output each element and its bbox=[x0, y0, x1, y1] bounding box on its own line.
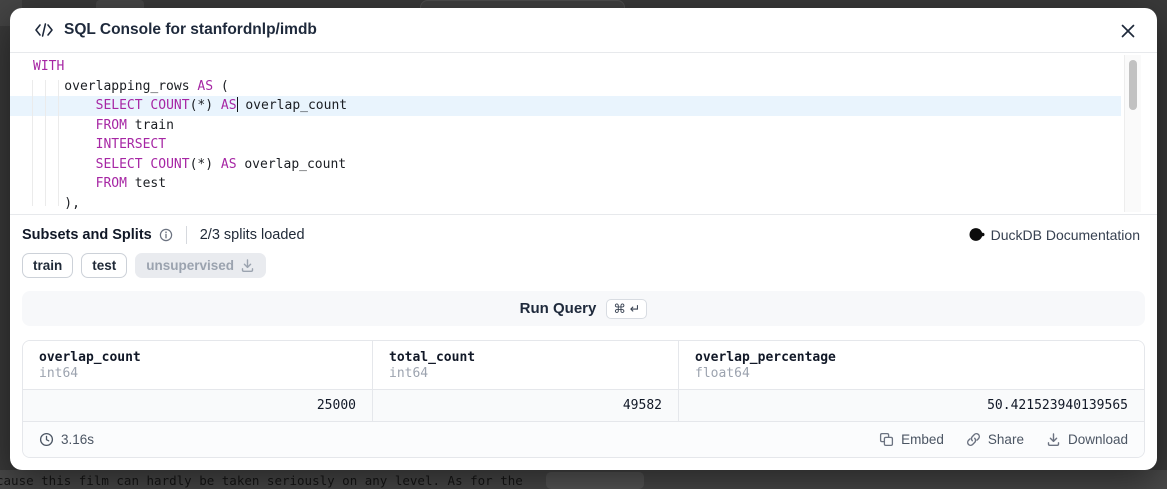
sql-editor[interactable]: WITH overlapping_rows AS ( SELECT COUNT(… bbox=[10, 53, 1157, 215]
download-button[interactable]: Download bbox=[1046, 432, 1128, 447]
download-icon bbox=[241, 259, 254, 272]
column-name: overlap_count bbox=[39, 350, 141, 365]
splits-loaded-status: 2/3 splits loaded bbox=[199, 226, 305, 243]
indent-guide bbox=[32, 80, 33, 206]
code-line[interactable]: FROM train bbox=[95, 117, 174, 133]
share-label: Share bbox=[987, 432, 1024, 447]
subsets-label: Subsets and Splits bbox=[22, 226, 152, 243]
background-page-strip: cause this film can hardly be taken seri… bbox=[0, 470, 1167, 489]
duration-value: 3.16s bbox=[61, 432, 95, 447]
code-line[interactable]: INTERSECT bbox=[95, 137, 167, 152]
duckdb-link-label: DuckDB Documentation bbox=[990, 226, 1140, 243]
embed-button[interactable]: Embed bbox=[879, 432, 944, 447]
subsets-row: Subsets and Splits 2/3 splits loaded Duc… bbox=[22, 222, 1140, 247]
code-line[interactable]: overlapping_rows AS ( bbox=[33, 78, 229, 94]
column-type: float64 bbox=[695, 366, 750, 381]
download-icon bbox=[1047, 433, 1060, 446]
indent-guide bbox=[45, 80, 46, 206]
download-label: Download bbox=[1067, 432, 1128, 447]
share-link-icon bbox=[966, 433, 980, 446]
split-pill-train[interactable]: train bbox=[22, 253, 74, 278]
code-icon bbox=[34, 23, 54, 37]
column-type: int64 bbox=[389, 366, 429, 381]
share-button[interactable]: Share bbox=[966, 432, 1024, 447]
code-line[interactable]: ), bbox=[33, 195, 80, 211]
background-pagination-fragment bbox=[546, 472, 644, 489]
modal-title: SQL Console for stanfordnlp/imdb bbox=[64, 21, 317, 38]
column-name: overlap_percentage bbox=[695, 350, 836, 365]
duckdb-documentation-link[interactable]: DuckDB Documentation bbox=[969, 227, 1140, 243]
code-content[interactable]: WITH overlapping_rows AS ( SELECT COUNT(… bbox=[10, 57, 1121, 213]
duckdb-logo-icon bbox=[969, 228, 985, 241]
split-label: test bbox=[92, 258, 117, 273]
info-icon[interactable] bbox=[159, 228, 173, 242]
modal-header: SQL Console for stanfordnlp/imdb bbox=[10, 8, 1157, 53]
sql-console-modal: SQL Console for stanfordnlp/imdb WITH ov… bbox=[10, 8, 1157, 470]
run-query-button[interactable]: Run Query ⌘ ↵ bbox=[22, 291, 1145, 326]
run-query-label: Run Query bbox=[519, 300, 597, 317]
clock-icon bbox=[39, 432, 54, 447]
split-label: train bbox=[33, 258, 63, 273]
scrollbar-thumb[interactable] bbox=[1129, 60, 1137, 110]
divider bbox=[185, 225, 187, 244]
splits-row: train test unsupervised bbox=[22, 253, 1145, 278]
results-footer: 3.16s Embed Share Download bbox=[23, 422, 1144, 457]
table-cell: 50.421523940139565 bbox=[987, 398, 1128, 413]
code-line[interactable]: SELECT COUNT(*) AS overlap_count bbox=[95, 156, 347, 172]
code-line[interactable]: WITH bbox=[33, 59, 65, 74]
table-cell: 25000 bbox=[23, 390, 373, 421]
split-label: unsupervised bbox=[146, 258, 235, 273]
code-line[interactable]: FROM test bbox=[95, 176, 167, 191]
embed-label: Embed bbox=[901, 432, 944, 447]
split-pill-unsupervised[interactable]: unsupervised bbox=[135, 253, 267, 278]
table-cell: 49582 bbox=[373, 390, 679, 421]
column-type: int64 bbox=[39, 366, 79, 381]
result-actions: Embed Share Download bbox=[879, 432, 1128, 447]
indent-guide bbox=[58, 80, 59, 206]
query-duration: 3.16s bbox=[39, 432, 94, 447]
column-name: total_count bbox=[389, 350, 476, 365]
active-code-line[interactable]: SELECT COUNT(*) AS overlap_count bbox=[10, 96, 1121, 116]
background-review-text: cause this film can hardly be taken seri… bbox=[0, 473, 523, 488]
editor-scrollbar[interactable] bbox=[1124, 55, 1141, 212]
split-pill-test[interactable]: test bbox=[81, 253, 128, 278]
keyboard-shortcut-badge: ⌘ ↵ bbox=[606, 298, 648, 319]
embed-icon bbox=[880, 432, 894, 447]
close-icon[interactable] bbox=[1119, 22, 1137, 40]
text-cursor bbox=[236, 97, 238, 112]
